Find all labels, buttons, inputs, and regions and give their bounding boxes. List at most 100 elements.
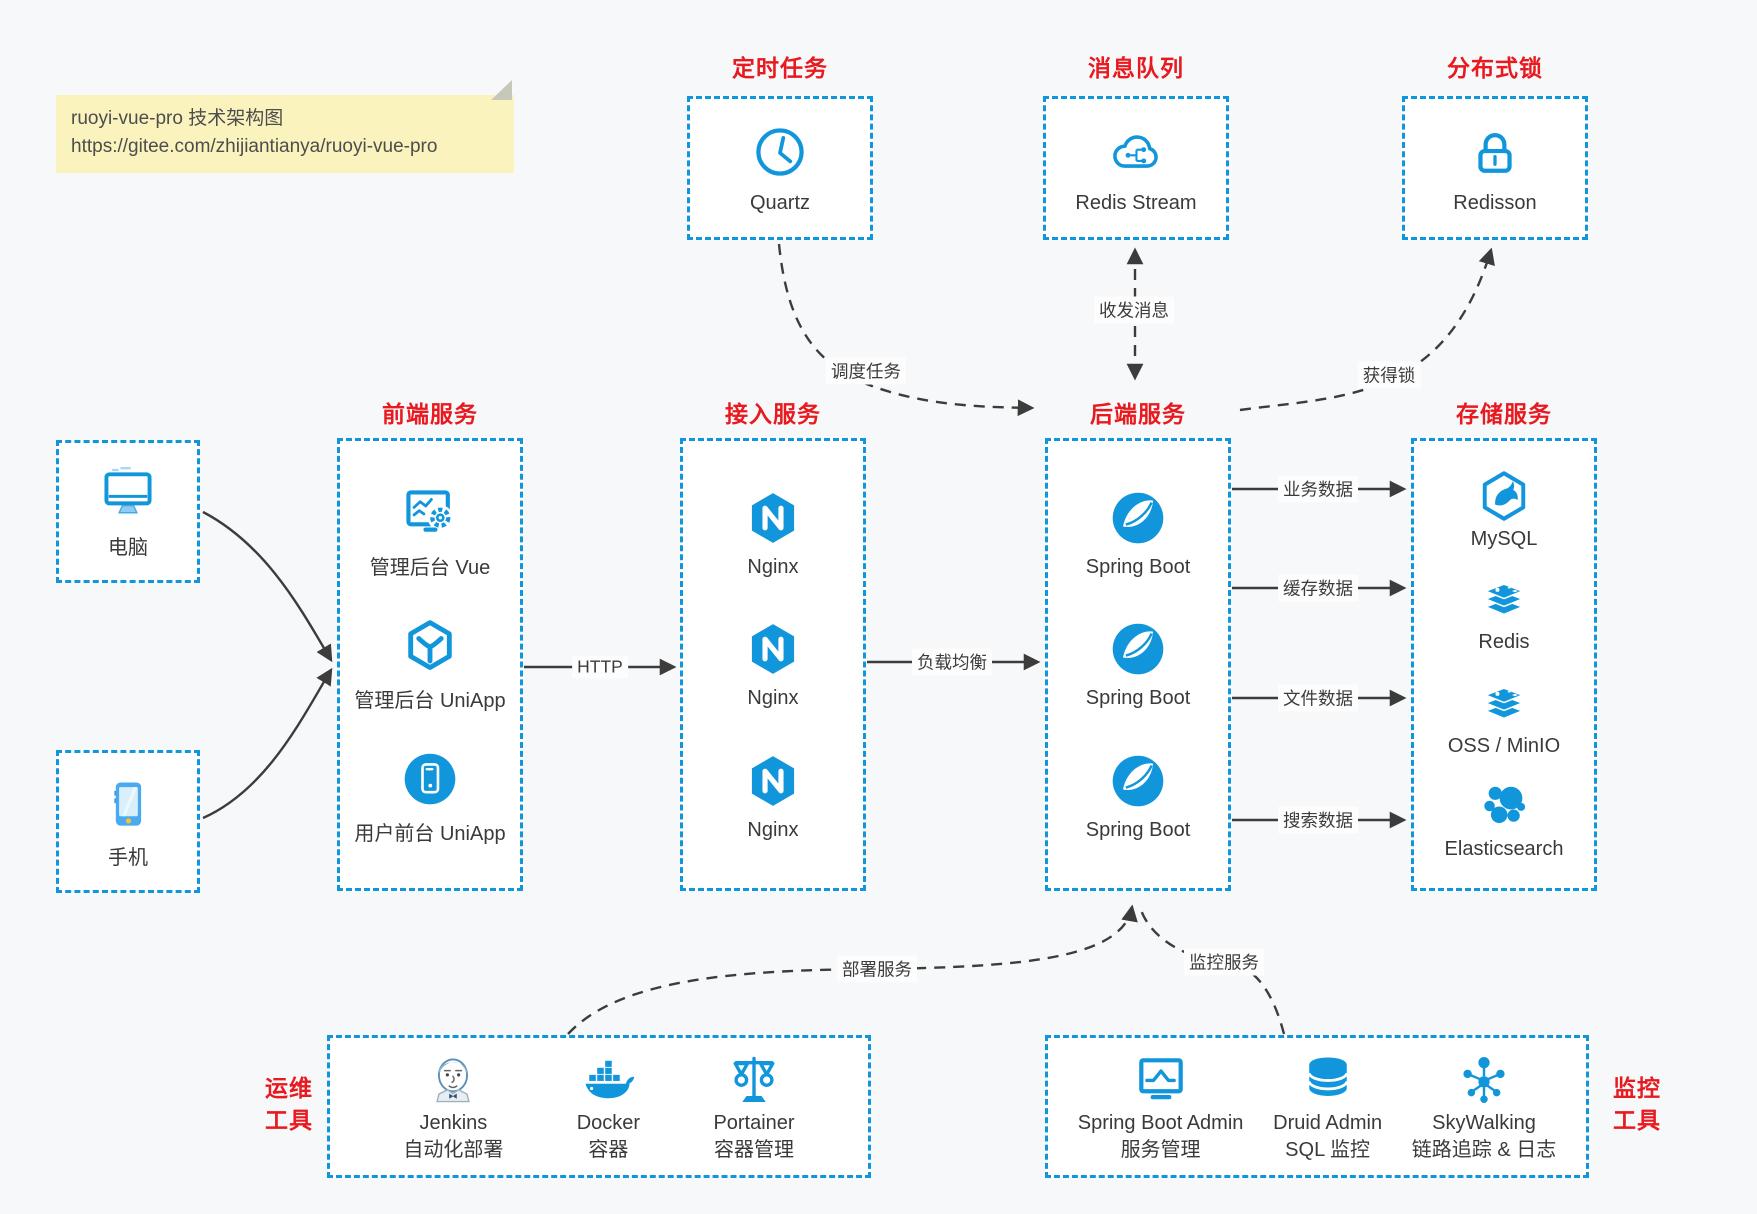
spring-boot-icon <box>1108 751 1168 811</box>
service-item-label: Spring Boot <box>1085 818 1191 841</box>
mobile-icon <box>98 774 158 834</box>
nginx-icon <box>743 488 803 548</box>
tool-name: Portainer <box>713 1111 795 1134</box>
service-item: Spring Boot <box>1085 488 1191 579</box>
distributed-lock-box: Redisson <box>1402 96 1588 240</box>
tool-desc: 自动化部署 <box>403 1138 504 1161</box>
sticky-note: ruoyi-vue-pro 技术架构图 https://gitee.com/zh… <box>56 95 514 173</box>
service-item: Nginx <box>743 488 803 579</box>
tool-desc: 链路追踪 & 日志 <box>1411 1138 1557 1161</box>
distributed-lock-label: Redisson <box>1453 191 1537 214</box>
clock-icon <box>750 122 810 182</box>
service-item: 用户前台 UniApp <box>354 749 506 846</box>
service-item-label: 管理后台 Vue <box>369 557 491 579</box>
tool-name: Jenkins <box>419 1111 488 1134</box>
user-uniapp-icon <box>400 749 460 809</box>
service-item-label: Nginx <box>747 555 799 578</box>
tool-item: SkyWalking 链路追踪 & 日志 <box>1412 1050 1556 1164</box>
edge-label-message: 收发消息 <box>1094 296 1174 324</box>
edge-label-load-balance: 负载均衡 <box>912 648 992 676</box>
tool-item: Druid Admin SQL 监控 <box>1273 1050 1382 1164</box>
service-item-label: MySQL <box>1470 527 1538 550</box>
service-item-label: Nginx <box>747 818 799 841</box>
group-title-scheduled-task: 定时任务 <box>732 55 828 81</box>
group-title-distributed-lock: 分布式锁 <box>1447 55 1543 81</box>
admin-vue-icon <box>400 483 460 543</box>
service-item: Redis <box>1476 571 1532 654</box>
mysql-icon <box>1476 468 1532 524</box>
tool-name: Druid Admin <box>1273 1111 1383 1134</box>
service-item-label: 管理后台 UniApp <box>354 690 506 712</box>
redis-icon <box>1476 571 1532 627</box>
edge-label-search-data: 搜索数据 <box>1278 806 1358 834</box>
nginx-icon <box>743 619 803 679</box>
monitor-tools-box: Spring Boot Admin 服务管理 Druid Admin SQL 监… <box>1045 1035 1589 1178</box>
jenkins-icon <box>423 1050 483 1110</box>
group-title-gateway: 接入服务 <box>725 401 821 427</box>
connector-mobile-to-frontend <box>202 667 333 820</box>
mobile-client-label: 手机 <box>108 846 148 869</box>
scheduled-task-box: Quartz <box>687 96 873 240</box>
skywalking-icon <box>1454 1050 1514 1110</box>
edge-label-lock: 获得锁 <box>1357 361 1421 389</box>
group-title-storage: 存储服务 <box>1456 401 1552 427</box>
backend-service-box: Spring Boot Spring Boot Spring Boot <box>1045 438 1231 891</box>
service-item-label: Elasticsearch <box>1444 838 1564 861</box>
elasticsearch-icon <box>1476 778 1532 834</box>
tool-item: Spring Boot Admin 服务管理 <box>1077 1050 1244 1164</box>
message-queue-box: Redis Stream <box>1043 96 1229 240</box>
spring-boot-icon <box>1108 488 1168 548</box>
storage-service-box: MySQL Redis OSS / MinIO Elasticsearch <box>1411 438 1597 891</box>
ops-tools-box: Jenkins 自动化部署 Docker 容器 Portainer 容器管理 <box>327 1035 871 1178</box>
edge-label-monitor: 监控服务 <box>1184 948 1264 976</box>
oss-minio-icon <box>1476 675 1532 731</box>
gateway-service-box: Nginx Nginx Nginx <box>680 438 866 891</box>
service-item-label: Nginx <box>747 687 799 709</box>
nginx-icon <box>743 751 803 811</box>
edge-label-cache-data: 缓存数据 <box>1278 574 1358 602</box>
mobile-client-box: 手机 <box>56 750 200 893</box>
tool-desc: 容器管理 <box>714 1138 795 1161</box>
service-item-label: Spring Boot <box>1085 687 1191 709</box>
edge-label-http: HTTP <box>572 655 628 679</box>
service-item: Elasticsearch <box>1444 778 1564 861</box>
scheduled-task-label: Quartz <box>749 191 811 214</box>
frontend-service-box: 管理后台 Vue 管理后台 UniApp 用户前台 UniApp <box>337 438 523 891</box>
service-item: OSS / MinIO <box>1448 675 1560 758</box>
tool-item: Jenkins 自动化部署 <box>403 1050 503 1164</box>
note-url: https://gitee.com/zhijiantianya/ruoyi-vu… <box>71 136 438 157</box>
tool-name: SkyWalking <box>1432 1111 1536 1134</box>
ops-tools-side-label-line1: 运维 <box>265 1075 313 1101</box>
group-title-message-queue: 消息队列 <box>1088 55 1184 81</box>
pc-client-label: 电脑 <box>108 536 148 559</box>
service-item: 管理后台 UniApp <box>354 616 506 713</box>
service-item: Spring Boot <box>1085 619 1191 710</box>
service-item: 管理后台 Vue <box>370 483 490 580</box>
spring-boot-icon <box>1108 619 1168 679</box>
service-item: Nginx <box>743 619 803 710</box>
service-item-label: OSS / MinIO <box>1447 734 1561 757</box>
edge-label-deploy: 部署服务 <box>837 955 917 983</box>
portainer-icon <box>724 1050 784 1110</box>
pc-client-box: 电脑 <box>56 440 200 583</box>
monitor-tools-side-label: 监控 工具 <box>1604 1072 1670 1136</box>
service-item-label: Spring Boot <box>1085 555 1191 578</box>
tool-item: Portainer 容器管理 <box>713 1050 795 1164</box>
edge-label-file-data: 文件数据 <box>1278 684 1358 712</box>
desktop-icon <box>98 464 158 524</box>
service-item-label: 用户前台 UniApp <box>354 823 506 845</box>
tool-name: Spring Boot Admin <box>1077 1111 1244 1134</box>
ops-tools-side-label: 运维 工具 <box>256 1072 322 1136</box>
message-queue-label: Redis Stream <box>1075 191 1197 214</box>
edge-label-schedule: 调度任务 <box>826 357 906 385</box>
admin-uniapp-icon <box>400 616 460 676</box>
service-item-label: Redis <box>1478 631 1530 654</box>
note-title: ruoyi-vue-pro 技术架构图 <box>71 108 284 129</box>
docker-icon <box>578 1050 638 1110</box>
edge-label-business-data: 业务数据 <box>1278 475 1358 503</box>
group-title-backend: 后端服务 <box>1090 401 1186 427</box>
tool-item: Docker 容器 <box>577 1050 640 1164</box>
tool-name: Docker <box>576 1111 641 1134</box>
spring-boot-admin-icon <box>1131 1050 1191 1110</box>
